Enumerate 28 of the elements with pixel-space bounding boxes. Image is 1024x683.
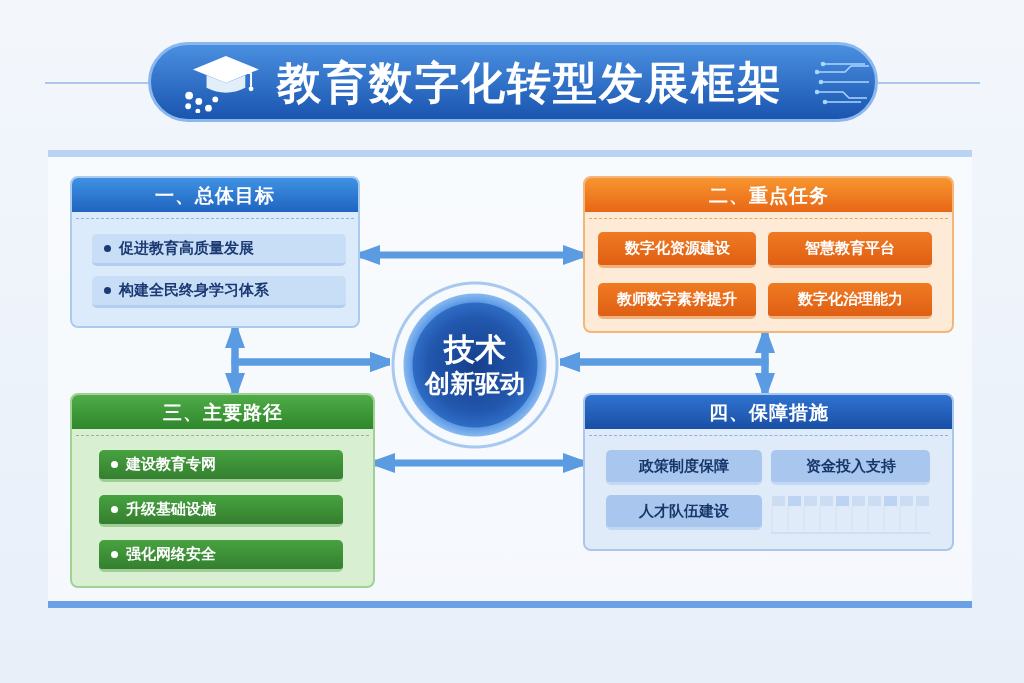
- panel-header: 一、总体目标: [72, 178, 358, 212]
- task-box: 资金投入支持: [771, 450, 930, 485]
- hub-title: 技术: [444, 330, 506, 368]
- panel: [70, 176, 360, 328]
- task-box: 智慧教育平台: [768, 232, 932, 268]
- panel-header: 二、重点任务: [585, 178, 952, 212]
- list-item: [99, 450, 343, 482]
- task-box: 人才队伍建设: [606, 495, 762, 530]
- panel: [583, 393, 954, 551]
- panel-header: 三、主要路径: [72, 395, 373, 429]
- item-text: 构建全民终身学习体系: [119, 281, 269, 300]
- list-item: [99, 540, 343, 572]
- task-box: 数字化治理能力: [768, 283, 932, 319]
- item-text: 建设教育专网: [126, 455, 216, 474]
- task-box: 教师数字素养提升: [598, 283, 756, 319]
- panel-header: 四、保障措施: [585, 395, 952, 429]
- item-text: 升级基础设施: [126, 500, 216, 519]
- list-item: [92, 276, 346, 308]
- item-text: 促进教育高质量发展: [119, 239, 254, 258]
- list-item: [92, 234, 346, 266]
- task-box: 数字化资源建设: [598, 232, 756, 268]
- list-item: [99, 495, 343, 527]
- item-text: 强化网络安全: [126, 545, 216, 564]
- hub-subtitle: 创新驱动: [425, 368, 525, 400]
- task-box: 政策制度保障: [606, 450, 762, 485]
- title-text: 教育数字化转型发展框架: [277, 56, 783, 110]
- panel: [70, 393, 375, 588]
- panel: [583, 176, 954, 333]
